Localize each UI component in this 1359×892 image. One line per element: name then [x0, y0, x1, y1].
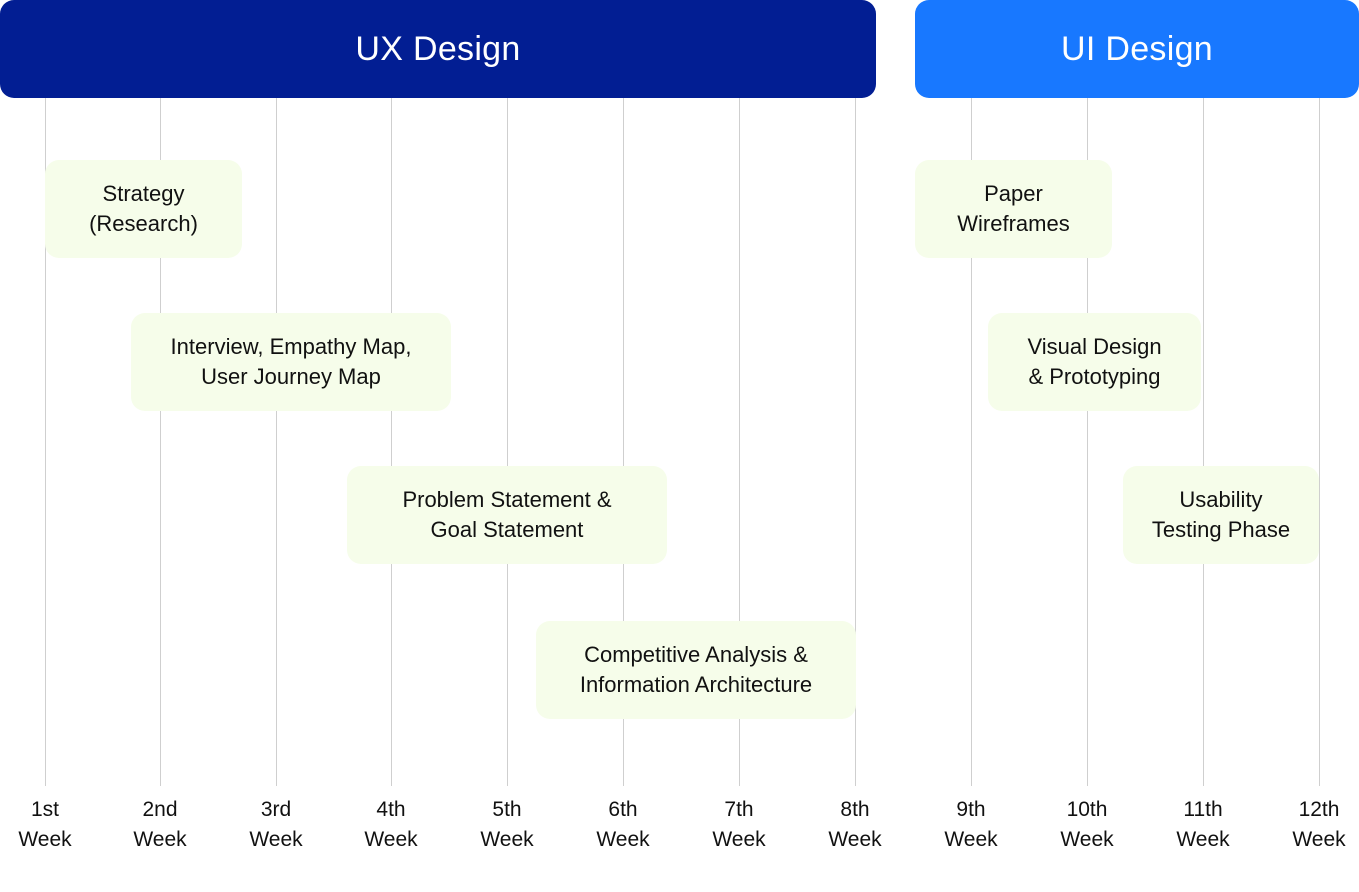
- task-strategy-research: Strategy (Research): [45, 160, 242, 258]
- task-paper-wireframes: Paper Wireframes: [915, 160, 1112, 258]
- week-unit: Week: [712, 828, 766, 851]
- week-number: 2nd: [142, 798, 178, 821]
- week-unit: Week: [828, 828, 882, 851]
- week-number: 5th: [492, 798, 522, 821]
- week-unit: Week: [596, 828, 650, 851]
- ux-design-phase-label: UX Design: [355, 29, 521, 68]
- week-unit: Week: [944, 828, 998, 851]
- week-unit: Week: [133, 828, 187, 851]
- week-number: 8th: [840, 798, 870, 821]
- week-number: 7th: [724, 798, 754, 821]
- week-number: 11th: [1183, 798, 1223, 821]
- week-number: 12th: [1298, 798, 1340, 821]
- week-gridline-8: [855, 98, 856, 786]
- week-number: 3rd: [260, 798, 292, 821]
- week-gridline-2: [160, 98, 161, 786]
- week-gridline-4: [391, 98, 392, 786]
- ui-design-phase-label: UI Design: [1061, 29, 1213, 68]
- week-number: 9th: [956, 798, 986, 821]
- week-unit: Week: [480, 828, 534, 851]
- week-gridline-10: [1087, 98, 1088, 786]
- task-visual-design-prototyping: Visual Design & Prototyping: [988, 313, 1201, 411]
- week-number: 4th: [376, 798, 406, 821]
- week-unit: Week: [249, 828, 303, 851]
- week-number: 1st: [30, 798, 59, 821]
- week-unit: Week: [1292, 828, 1346, 851]
- week-number: 6th: [608, 798, 638, 821]
- week-number: 10th: [1066, 798, 1108, 821]
- task-usability-testing: Usability Testing Phase: [1123, 466, 1319, 564]
- ux-design-phase-header: UX Design: [0, 0, 876, 98]
- task-interview-empathy-journey: Interview, Empathy Map, User Journey Map: [131, 313, 451, 411]
- week-gridline-3: [276, 98, 277, 786]
- week-gridline-12: [1319, 98, 1320, 786]
- week-gridline-7: [739, 98, 740, 786]
- week-unit: Week: [1060, 828, 1114, 851]
- week-gridline-1: [45, 98, 46, 786]
- week-gridline-5: [507, 98, 508, 786]
- week-unit: Week: [364, 828, 418, 851]
- ui-design-phase-header: UI Design: [915, 0, 1359, 98]
- task-competitive-analysis-ia: Competitive Analysis & Information Archi…: [536, 621, 856, 719]
- week-gridline-9: [971, 98, 972, 786]
- week-unit: Week: [1176, 828, 1230, 851]
- week-gridline-11: [1203, 98, 1204, 786]
- week-gridline-6: [623, 98, 624, 786]
- task-problem-goal-statement: Problem Statement & Goal Statement: [347, 466, 667, 564]
- week-unit: Week: [18, 828, 72, 851]
